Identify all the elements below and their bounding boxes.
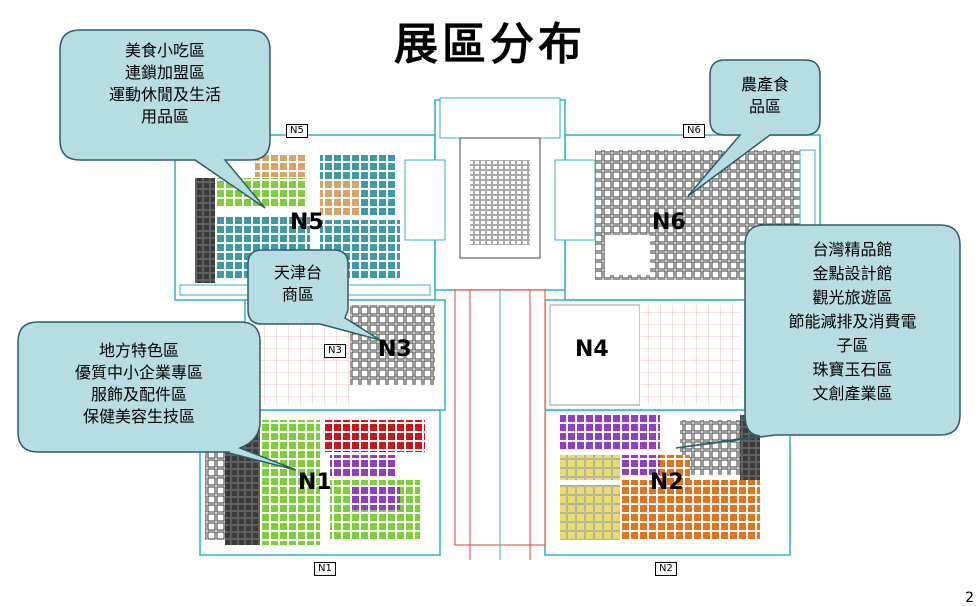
n4-area bbox=[549, 304, 740, 406]
zone-label-n2: N2 bbox=[650, 470, 684, 495]
callout-n1-text: 地方特色區 優質中小企業專區 服飾及配件區 保健美容生技區 bbox=[20, 340, 258, 428]
callout-line: 節能減排及消費電 bbox=[788, 312, 917, 331]
zone-tag-n3: N3 bbox=[324, 344, 346, 358]
callout-n6 bbox=[687, 59, 821, 197]
callout-line: 觀光旅遊區 bbox=[812, 288, 893, 307]
callout-line: 用品區 bbox=[140, 107, 189, 126]
callout-line: 金點設計館 bbox=[812, 264, 893, 283]
n2-booths bbox=[560, 415, 760, 540]
callout-line: 天津台 bbox=[273, 263, 322, 282]
zone-label-n6: N6 bbox=[652, 210, 686, 235]
callout-line: 品區 bbox=[748, 97, 781, 116]
zone-label-n1: N1 bbox=[298, 470, 332, 495]
callout-line: 地方特色區 bbox=[98, 341, 179, 360]
zone-tag-n2: N2 bbox=[655, 562, 677, 576]
callout-line: 台灣精品館 bbox=[812, 240, 893, 259]
callout-n2-text: 台灣精品館 金點設計館 觀光旅遊區 節能減排及消費電 子區 珠寶玉石區 文創產業… bbox=[747, 238, 958, 406]
callout-n3-text: 天津台 商區 bbox=[250, 262, 346, 306]
zone-tag-n1: N1 bbox=[314, 562, 336, 576]
callout-line: 珠寶玉石區 bbox=[812, 360, 893, 379]
callout-line: 農產食 bbox=[740, 75, 789, 94]
corner-mark: 2 bbox=[965, 590, 974, 606]
callout-line: 子區 bbox=[836, 336, 869, 355]
callout-n3 bbox=[247, 249, 381, 341]
callout-line: 運動休閒及生活 bbox=[108, 85, 221, 104]
callout-line: 優質中小企業專區 bbox=[74, 363, 203, 382]
zone-label-n5: N5 bbox=[290, 210, 324, 235]
page-title: 展區分布 bbox=[394, 19, 586, 70]
zone-label-n3: N3 bbox=[378, 337, 412, 362]
callout-line: 服飾及配件區 bbox=[90, 385, 187, 404]
callout-n6-text: 農產食 品區 bbox=[712, 74, 818, 118]
zone-tag-n6: N6 bbox=[683, 124, 705, 138]
zone-label-n4: N4 bbox=[575, 337, 609, 362]
zone-tag-n5: N5 bbox=[286, 124, 308, 138]
callout-n1 bbox=[17, 321, 297, 471]
callout-line: 美食小吃區 bbox=[124, 41, 205, 60]
callout-n5-text: 美食小吃區 連鎖加盟區 運動休閒及生活 用品區 bbox=[62, 40, 268, 128]
callout-line: 商區 bbox=[281, 285, 314, 304]
callout-n2 bbox=[675, 224, 961, 449]
callout-line: 連鎖加盟區 bbox=[124, 63, 205, 82]
callout-line: 保健美容生技區 bbox=[82, 407, 195, 426]
central-hall bbox=[404, 97, 596, 560]
callout-line: 文創產業區 bbox=[812, 384, 893, 403]
callout-n5 bbox=[59, 29, 271, 209]
